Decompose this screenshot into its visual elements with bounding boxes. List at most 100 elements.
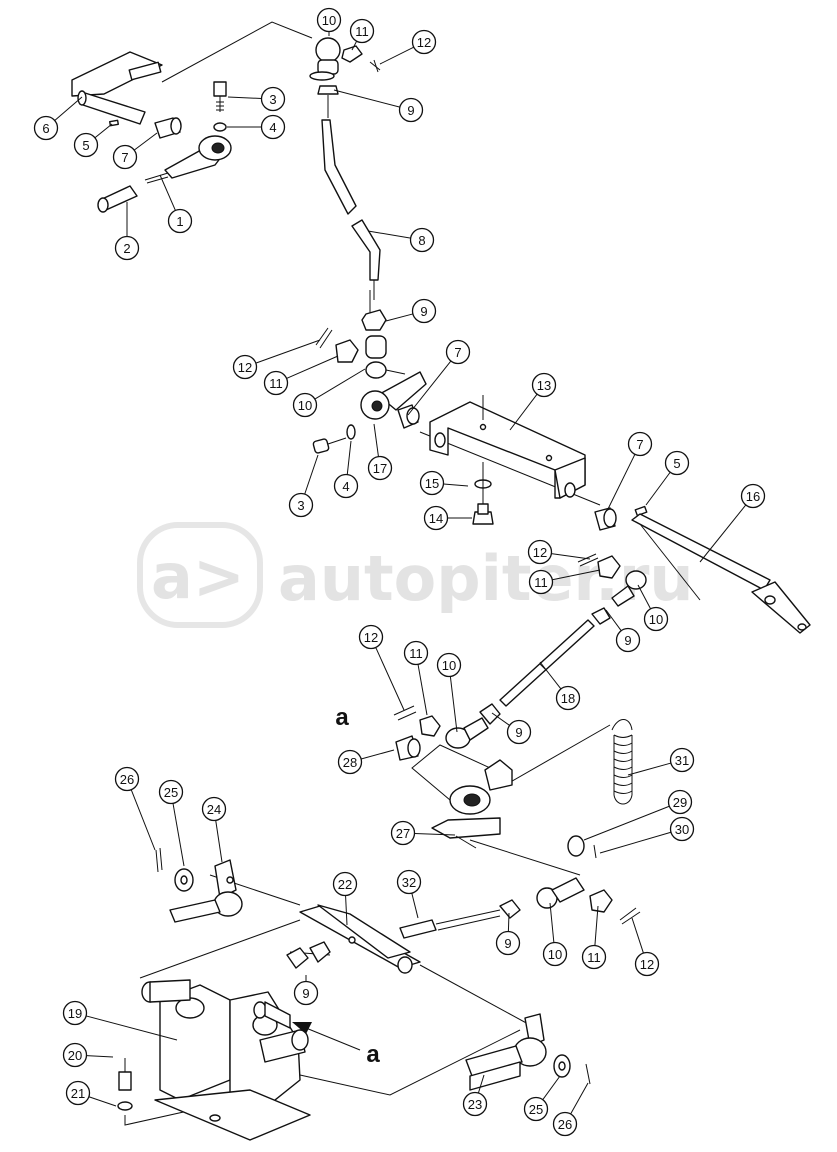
callout-number: 14	[429, 511, 443, 526]
part-10-ball-joint-left	[445, 717, 489, 749]
callout-circle	[332, 871, 358, 897]
callout-c7b: 7	[407, 339, 471, 416]
callout-number: 9	[302, 986, 309, 1001]
callout-number: 15	[425, 476, 439, 491]
callout-circle	[669, 747, 695, 773]
callout-circle	[552, 1111, 578, 1137]
callout-number: 7	[121, 150, 128, 165]
callout-number: 11	[534, 575, 548, 590]
callout-c10b: 10	[292, 368, 366, 418]
callout-leader-line	[379, 46, 414, 65]
callout-leader-line	[133, 132, 158, 151]
callout-number: 3	[297, 498, 304, 513]
callout-c17: 17	[367, 423, 393, 481]
callout-c12d: 12	[358, 624, 405, 711]
part-7-bushing-right	[594, 507, 617, 531]
part-26-pin-left	[155, 847, 163, 873]
callout-c12e: 12	[631, 917, 660, 977]
part-10-ball-joint-mid	[365, 335, 406, 379]
callout-leader-line	[417, 664, 428, 716]
callout-number: 30	[675, 822, 689, 837]
callout-c24: 24	[201, 796, 227, 863]
part-9-nut-left	[479, 703, 501, 725]
callout-number: 19	[68, 1006, 82, 1021]
section-marker-top: a	[335, 704, 349, 731]
callout-c12b: 12	[232, 339, 321, 380]
callout-number: 18	[561, 691, 575, 706]
callout-circle	[358, 624, 384, 650]
callout-number: 8	[418, 233, 425, 248]
callout-circle	[398, 97, 424, 123]
callout-leader-line	[509, 393, 538, 431]
callout-leader-line	[491, 712, 510, 726]
callout-circle	[293, 980, 319, 1006]
callout-c9a: 9	[333, 89, 424, 123]
callout-number: 27	[396, 826, 410, 841]
callout-number: 20	[68, 1048, 82, 1063]
callout-leader-line	[570, 1082, 589, 1115]
callout-number: 10	[298, 398, 312, 413]
part-19-base	[141, 979, 311, 1141]
part-10-ball-joint-right	[611, 570, 647, 607]
callout-leader-line	[414, 832, 456, 836]
callout-number: 12	[640, 957, 654, 972]
callout-number: 10	[548, 947, 562, 962]
callout-c19: 19	[62, 1000, 178, 1041]
callout-leader-line	[552, 569, 601, 581]
part-11-nut-lower	[589, 889, 613, 913]
callout-number: 9	[515, 725, 522, 740]
callout-circle	[201, 796, 227, 822]
callout-leader-line	[88, 1096, 117, 1107]
callout-leader-line	[215, 820, 223, 863]
callout-leader-line	[54, 96, 83, 121]
callout-number: 4	[342, 479, 349, 494]
callout-circle	[664, 450, 690, 476]
callout-c18: 18	[539, 661, 581, 711]
section-marker-label-top: a	[335, 704, 349, 731]
callout-number: 10	[322, 13, 336, 28]
callout-circle	[740, 483, 766, 509]
callout-number: 26	[558, 1117, 572, 1132]
callout-c5a: 5	[73, 123, 113, 158]
callout-circle	[495, 930, 521, 956]
callout-c25a: 25	[158, 779, 185, 867]
callout-leader-line	[631, 917, 644, 954]
callout-leader-line	[583, 805, 670, 841]
callout-leader-line	[477, 1074, 485, 1094]
callout-circle	[615, 627, 641, 653]
callout-leader-line	[94, 123, 113, 139]
callout-c4b: 4	[333, 440, 359, 499]
part-11-nut-left	[419, 715, 441, 737]
callout-number: 2	[123, 241, 130, 256]
callout-number: 16	[746, 489, 760, 504]
part-6-shaft-bracket	[71, 51, 163, 125]
callout-leader-line	[507, 912, 510, 932]
callout-c9f: 9	[293, 975, 319, 1006]
part-14-bolt	[472, 462, 494, 525]
callout-circle	[634, 951, 660, 977]
callout-circle	[62, 1042, 88, 1068]
callout-c13: 13	[509, 372, 557, 431]
part-9-nut-right	[591, 607, 611, 625]
part-12-pin-mid	[315, 327, 333, 349]
callout-circle	[367, 455, 393, 481]
callout-leader-line	[172, 803, 185, 867]
callout-leader-line	[699, 504, 747, 563]
callout-circle	[288, 492, 314, 518]
callout-leader-line	[286, 355, 339, 379]
part-4-washer	[213, 122, 227, 132]
callout-leader-line	[443, 483, 469, 487]
callout-leader-line	[360, 749, 395, 760]
callout-circle	[506, 719, 532, 745]
callout-number: 6	[42, 121, 49, 136]
callout-circle	[33, 115, 59, 141]
part-29-washer	[567, 835, 585, 857]
callout-circle	[260, 114, 286, 140]
callout-leader-line	[255, 339, 321, 364]
callout-circle	[167, 208, 193, 234]
part-4-washer-mid	[346, 424, 356, 440]
callout-c10e: 10	[542, 902, 568, 967]
callout-number: 12	[364, 630, 378, 645]
part-9-nut-lower	[499, 899, 521, 919]
callout-number: 29	[673, 795, 687, 810]
